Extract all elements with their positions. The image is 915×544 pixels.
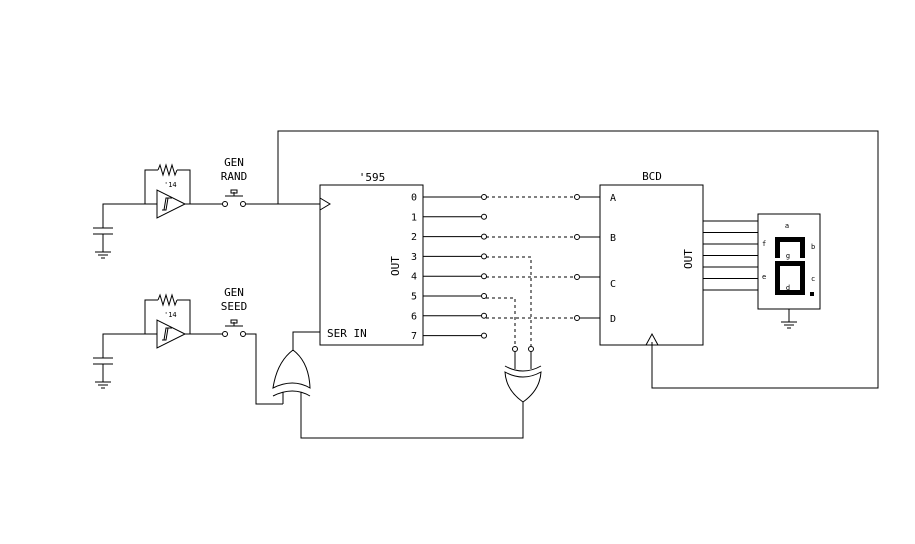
rand-generator: '14 GEN RAND xyxy=(93,156,320,259)
bcd-input-b: B xyxy=(610,233,616,244)
seven-segment-display: a b c d e f g xyxy=(757,213,821,329)
sr-pin-label-5: 5 xyxy=(411,292,417,303)
shift-register-ser-in-label: SER IN xyxy=(327,327,367,340)
shift-register-out-label: OUT xyxy=(389,256,402,276)
ground-icon xyxy=(781,321,797,329)
bcd-input-c: C xyxy=(610,279,616,290)
sr-pin-label-6: 6 xyxy=(411,311,417,322)
shift-register-595: '595 OUT SER IN 0 1 2 3 4 5 6 7 xyxy=(319,171,487,346)
sr-pin-label-2: 2 xyxy=(411,232,417,243)
sr-output-node-3 xyxy=(481,253,487,260)
schmitt-buffer-rand xyxy=(156,189,187,219)
sr-pin-label-3: 3 xyxy=(411,252,417,263)
segment-b xyxy=(800,241,805,258)
sr-output-node-5 xyxy=(481,293,487,299)
xor-gate-seed xyxy=(272,349,524,439)
segment-label-b: b xyxy=(811,243,815,251)
bcd-input-a: A xyxy=(610,193,616,204)
xor-gate-feedback xyxy=(486,256,542,403)
button-seed-label-2: SEED xyxy=(221,300,248,313)
sr-output-node-6 xyxy=(481,312,487,319)
resistor-icon xyxy=(157,293,178,307)
segment-label-g: g xyxy=(786,252,790,260)
sr-pin-label-4: 4 xyxy=(411,272,417,283)
segment-c xyxy=(800,266,805,291)
button-seed-label-1: GEN xyxy=(224,286,244,299)
shift-register-title: '595 xyxy=(359,171,386,184)
button-rand[interactable] xyxy=(222,189,246,207)
segment-label-e: e xyxy=(762,273,766,281)
segment-g xyxy=(775,261,805,266)
bcd-decoder: BCD OUT A B C D xyxy=(599,170,758,346)
button-seed[interactable] xyxy=(222,319,246,337)
sr-output-node-2 xyxy=(481,233,487,240)
ground-icon xyxy=(95,251,111,259)
bcd-input-d: D xyxy=(610,314,616,325)
ground-icon xyxy=(95,381,111,389)
segment-label-a: a xyxy=(785,222,789,230)
bcd-clock-marker xyxy=(645,332,659,346)
sr-output-node-7 xyxy=(481,332,487,339)
clock-input-marker xyxy=(319,197,331,211)
segment-label-f: f xyxy=(762,240,766,248)
sr-pin-label-1: 1 xyxy=(411,212,417,223)
segment-e xyxy=(775,266,780,291)
segment-d xyxy=(775,290,805,295)
bcd-title: BCD xyxy=(642,170,662,183)
segment-label-c: c xyxy=(811,275,815,283)
resistor-icon xyxy=(157,163,178,177)
sr-output-node-1 xyxy=(481,213,487,220)
button-rand-label-1: GEN xyxy=(224,156,244,169)
sr-output-node-0 xyxy=(481,194,487,200)
clock-feedback-wire xyxy=(277,130,879,389)
segment-f xyxy=(775,241,780,258)
buffer-seed-label: '14 xyxy=(164,311,177,319)
buffer-rand-label: '14 xyxy=(164,181,177,189)
segment-label-d: d xyxy=(786,284,790,292)
button-rand-label-2: RAND xyxy=(221,170,248,183)
sr-output-node-4 xyxy=(481,273,487,280)
decimal-point xyxy=(810,292,814,296)
sr-pin-label-7: 7 xyxy=(411,331,417,342)
seed-generator: '14 GEN SEED xyxy=(93,286,283,405)
bcd-input-nodes xyxy=(574,194,600,321)
segment-a xyxy=(775,237,805,242)
bcd-out-label: OUT xyxy=(682,249,695,269)
schmitt-buffer-seed xyxy=(156,319,187,349)
sr-pin-label-0: 0 xyxy=(411,193,417,204)
